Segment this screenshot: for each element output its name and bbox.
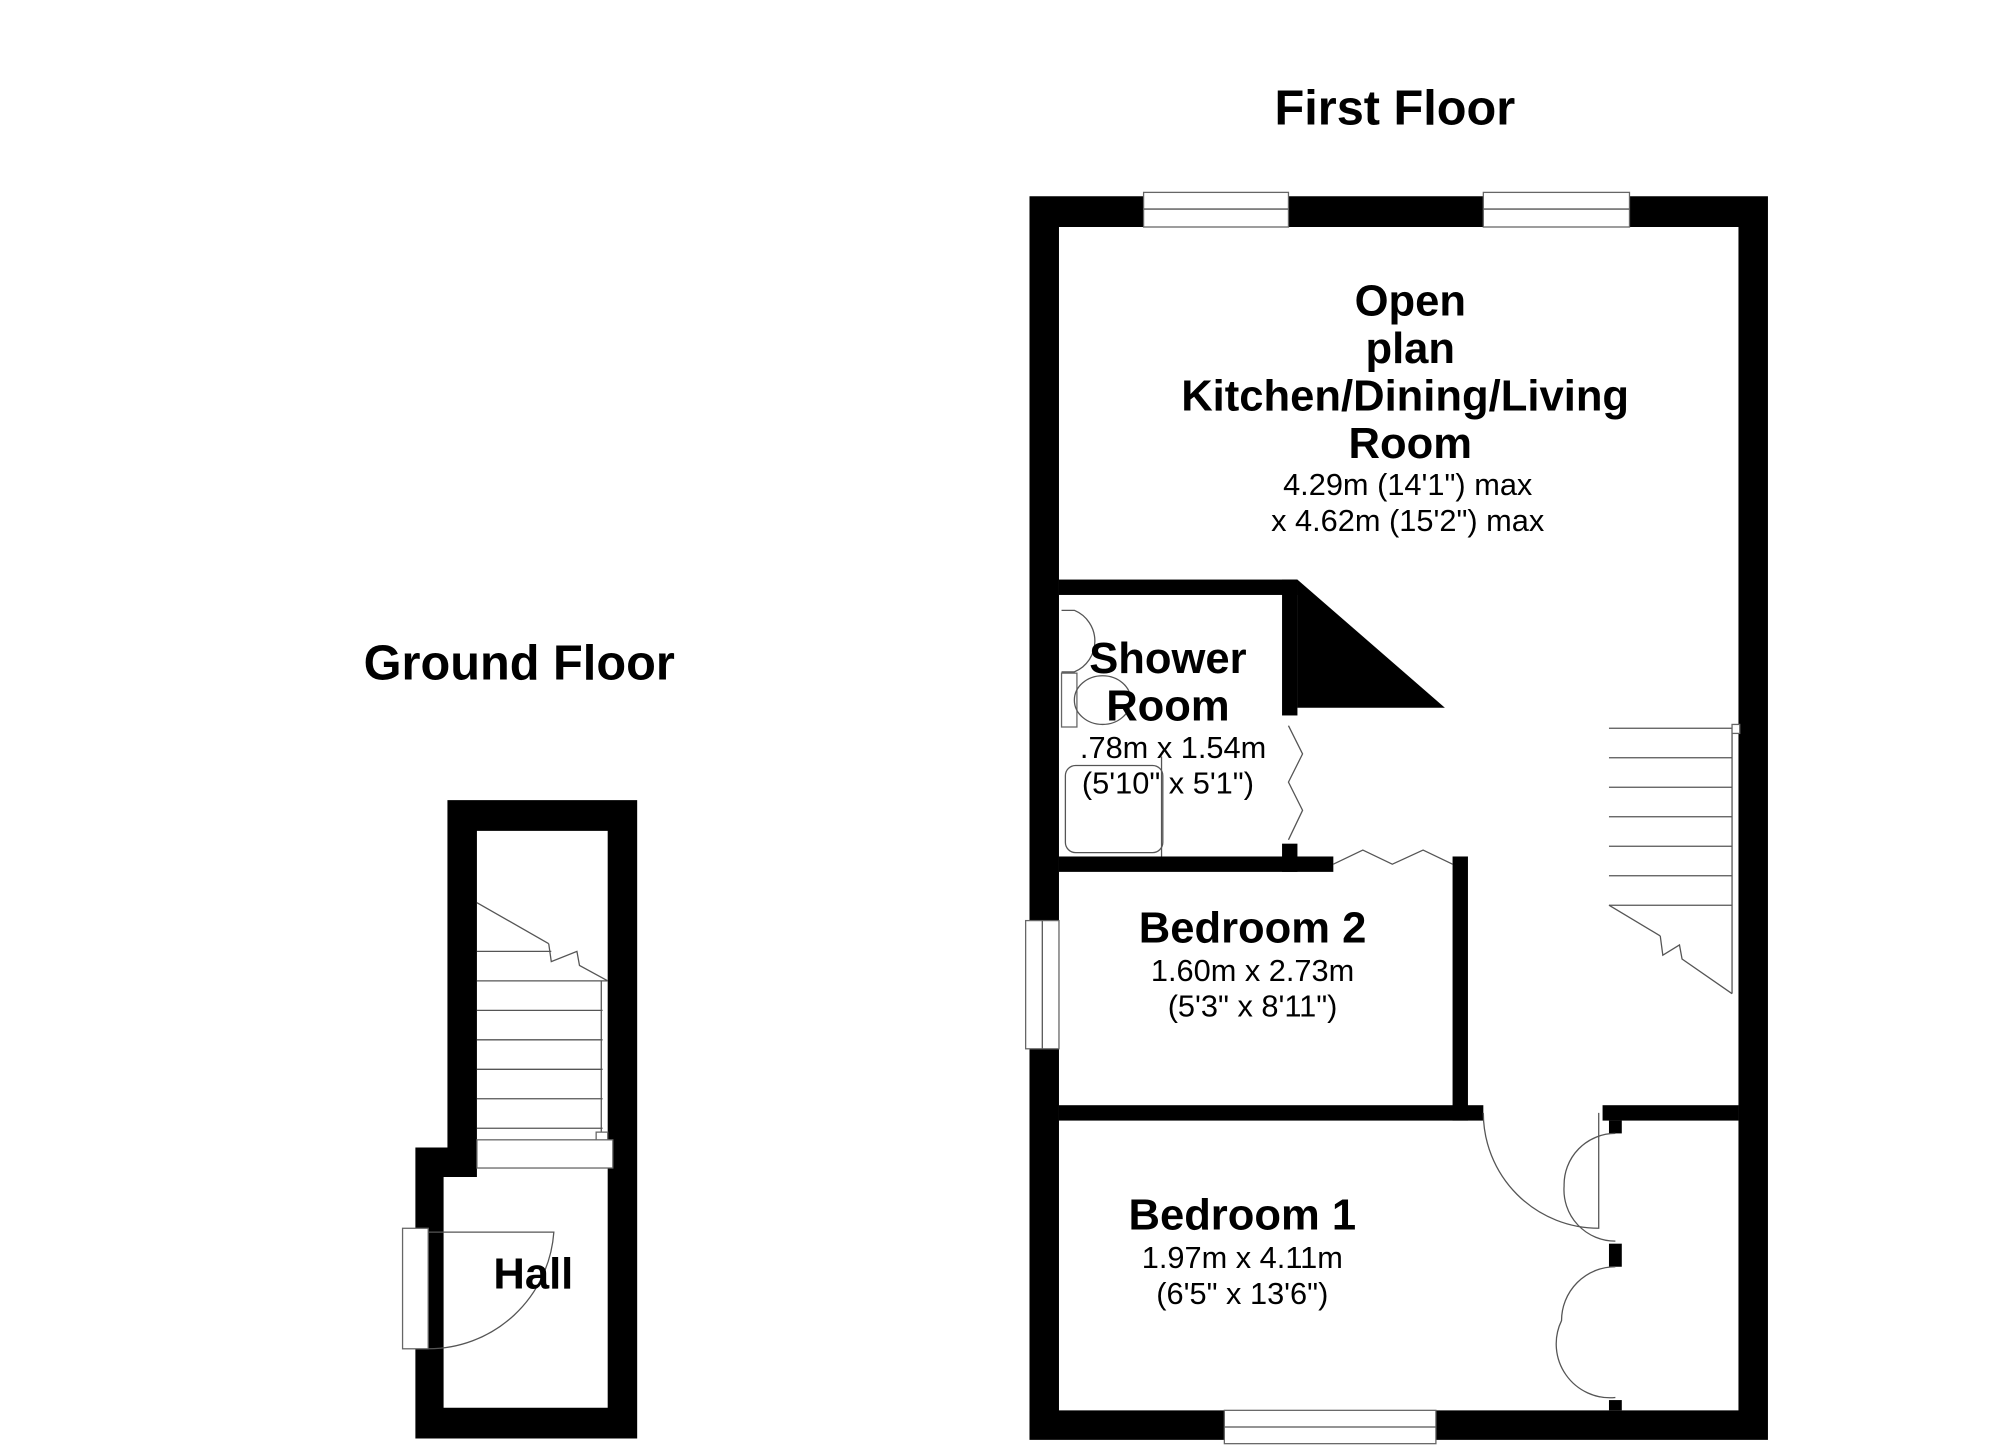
ground-floor-plan: Hall — [401, 800, 638, 1439]
svg-text:1.97m x 4.11m: 1.97m x 4.11m — [1142, 1240, 1343, 1275]
svg-text:(6'5" x 13'6"): (6'5" x 13'6") — [1156, 1276, 1328, 1311]
room-label-bedroom-2: Bedroom 2 1.60m x 2.73m (5'3" x 8'11") — [1139, 904, 1367, 1023]
svg-text:x 4.62m (15'2") max: x 4.62m (15'2") max — [1271, 503, 1545, 538]
svg-text:(5'10" x 5'1"): (5'10" x 5'1") — [1082, 766, 1254, 801]
room-label-hall: Hall — [493, 1251, 573, 1299]
room-label-living: Open plan Kitchen/Dining/Living Room 4.2… — [1181, 277, 1629, 537]
entrance-door-icon — [401, 1227, 555, 1350]
svg-text:4.29m (14'1") max: 4.29m (14'1") max — [1283, 467, 1533, 502]
door-swing-icon — [1482, 1112, 1600, 1229]
toilet-icon — [1073, 675, 1132, 726]
ground-stairs — [476, 902, 614, 1169]
sink-icon — [1061, 609, 1096, 673]
svg-text:(5'3" x 8'11"): (5'3" x 8'11") — [1168, 989, 1338, 1024]
cupboard-door-icon — [1555, 1266, 1616, 1399]
room-label-shower-room: Shower Room .78m x 1.54m (5'10" x 5'1") — [1080, 635, 1266, 801]
shower-tray-icon — [1064, 764, 1164, 854]
svg-text:Shower: Shower — [1089, 635, 1246, 683]
ground-floor-title: Ground Floor — [364, 637, 675, 691]
first-floor-title: First Floor — [1274, 81, 1515, 135]
svg-text:Room: Room — [1349, 420, 1472, 468]
svg-text:Bedroom 2: Bedroom 2 — [1139, 904, 1367, 952]
first-floor-stairs — [1608, 723, 1741, 995]
ground-floor-walls — [415, 800, 638, 1439]
svg-text:1.60m x 2.73m: 1.60m x 2.73m — [1151, 953, 1354, 988]
toilet-cistern-icon — [1060, 672, 1078, 728]
shower-room-fixtures — [1060, 609, 1453, 865]
svg-text:Open: Open — [1355, 277, 1466, 325]
cupboard-door-icon — [1563, 1132, 1616, 1242]
svg-text:plan: plan — [1365, 325, 1455, 373]
first-floor-plan: Open plan Kitchen/Dining/Living Room 4.2… — [1025, 191, 1768, 1445]
folding-door-icon — [1287, 725, 1304, 841]
svg-text:Room: Room — [1106, 683, 1229, 731]
svg-text:.78m x 1.54m: .78m x 1.54m — [1080, 730, 1266, 765]
svg-text:Kitchen/Dining/Living: Kitchen/Dining/Living — [1181, 372, 1629, 420]
folding-door-icon — [1333, 849, 1453, 865]
room-label-bedroom-1: Bedroom 1 1.97m x 4.11m (6'5" x 13'6") — [1128, 1192, 1356, 1311]
svg-text:Bedroom 1: Bedroom 1 — [1128, 1192, 1356, 1240]
